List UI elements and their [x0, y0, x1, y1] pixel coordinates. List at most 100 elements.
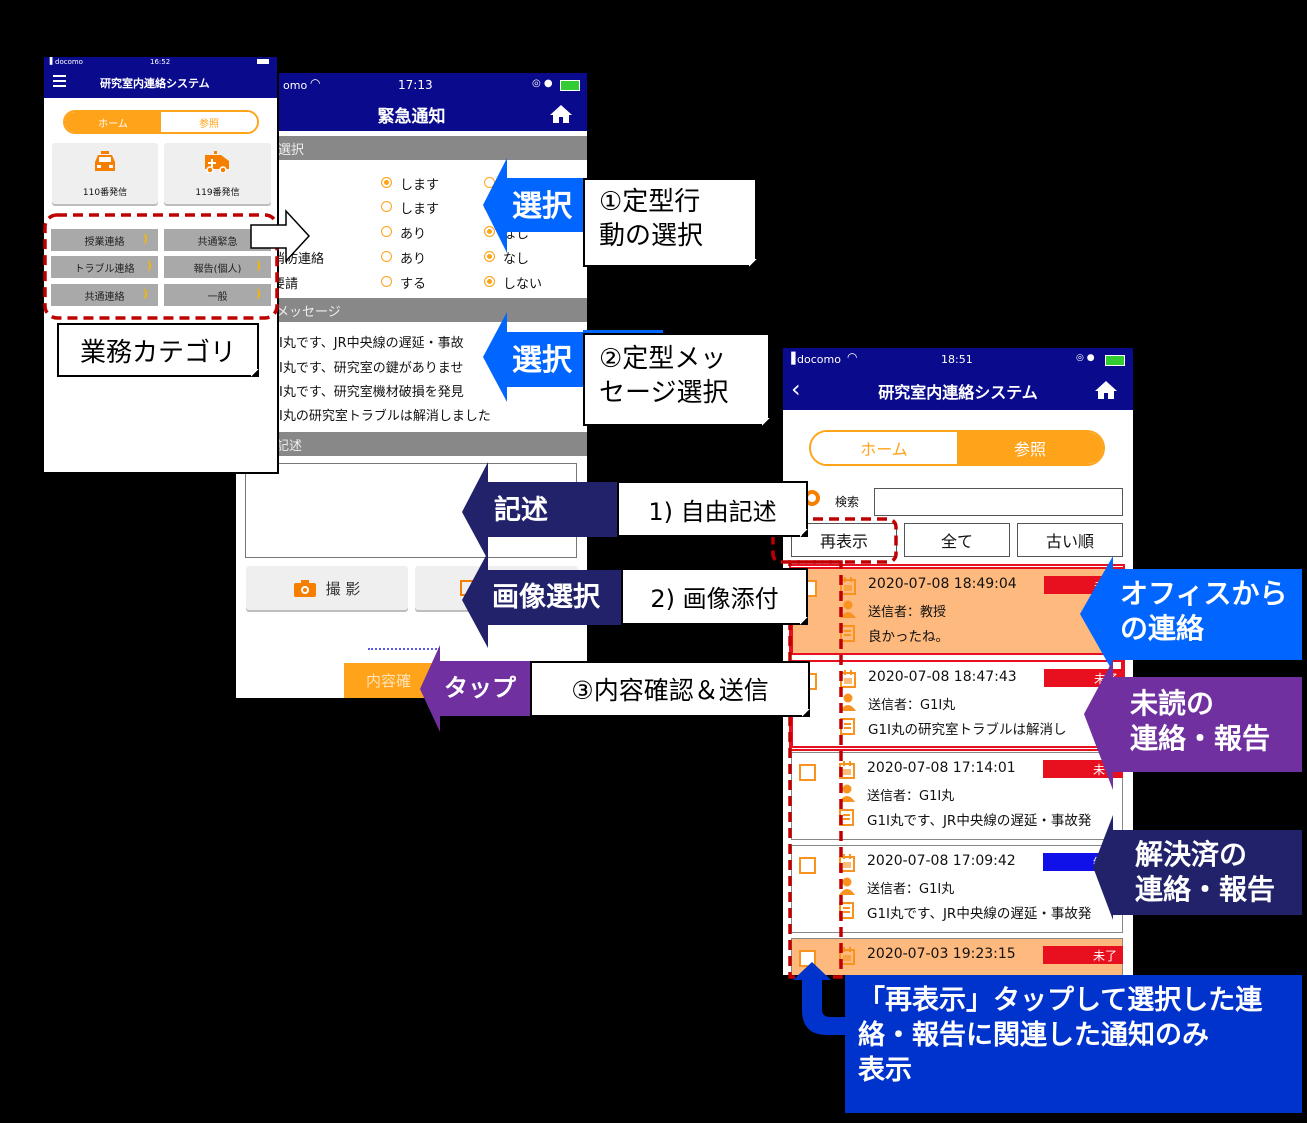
- category-highlight-frame: [43, 213, 279, 320]
- list-item[interactable]: 2020-07-08 18:49:04 未了 送信者：教授 良かったね。: [791, 567, 1124, 655]
- police-car-icon: [95, 151, 115, 171]
- app-header: ‹ 研究室内連絡システム: [783, 371, 1133, 410]
- clock-time: 16:52: [150, 58, 171, 66]
- select-arrow-2: [483, 312, 583, 402]
- item-datetime: 2020-07-08 17:14:01: [867, 760, 1016, 776]
- page-title: 緊急通知: [377, 106, 446, 127]
- checkbox-column-highlight: [788, 560, 843, 979]
- app-header: 緊急通知: [236, 97, 587, 131]
- camera-button[interactable]: 撮 影: [246, 566, 408, 610]
- step1-callout: ①定型行 動の選択: [583, 178, 757, 267]
- redisplay-note-text: 「再表示」タップして選択した連 絡・報告に関連した通知のみ 表示: [858, 985, 1263, 1087]
- image-select-arrow-label: 画像選択: [492, 582, 600, 613]
- section-select-header: 選択: [236, 136, 587, 160]
- category-button[interactable]: 共通緊急: [164, 229, 271, 251]
- tab-reference[interactable]: 参照: [161, 112, 257, 132]
- show-all-button[interactable]: 全て: [904, 523, 1010, 557]
- curved-up-arrow-icon: [802, 979, 846, 1035]
- app-title: 研究室内連絡システム: [100, 77, 210, 90]
- resolved-label: 解決済の 連絡・報告: [1135, 838, 1276, 906]
- category-button[interactable]: 報告(個人)): [164, 256, 271, 278]
- unread-label: 未読の 連絡・報告: [1130, 687, 1271, 755]
- battery-icon: [560, 80, 580, 91]
- status-bar: ▐ docomo 16:52: [44, 57, 277, 67]
- radio-a[interactable]: [381, 251, 392, 262]
- hamburger-icon[interactable]: [53, 75, 66, 77]
- memo-icon: [839, 902, 854, 919]
- resolved-arrow: [1093, 815, 1302, 920]
- select-arrow-label: 選択: [512, 343, 572, 378]
- item-datetime: 2020-07-08 18:49:04: [868, 576, 1017, 592]
- tab-home[interactable]: ホーム: [65, 112, 161, 132]
- chevron-right-icon: ): [142, 287, 148, 300]
- message-option[interactable]: I丸です、研究室機材破損を発見: [279, 385, 464, 400]
- back-chevron-icon[interactable]: ‹: [791, 375, 801, 403]
- wifi-icon: ◠: [310, 76, 321, 90]
- chevron-right-icon: ): [142, 232, 148, 245]
- wifi-icon: ◠: [847, 350, 858, 364]
- blurred-link[interactable]: [368, 648, 440, 653]
- redisplay-highlight-frame: [771, 517, 898, 564]
- radio-a[interactable]: [381, 226, 392, 237]
- call-110-button[interactable]: 110番発信: [52, 143, 158, 204]
- free-text-callout: 1) 自由記述: [617, 481, 808, 537]
- radio-b[interactable]: [484, 226, 495, 237]
- category-button[interactable]: 共通連絡): [51, 284, 158, 306]
- message-option[interactable]: I丸の研究室トラブルは解消しました: [279, 409, 491, 424]
- search-input[interactable]: [874, 488, 1123, 516]
- message-option[interactable]: I丸です、JR中央線の遅延・事故: [279, 336, 464, 351]
- alarm-icon: ◎ ●: [532, 78, 553, 89]
- signal-icon: ▐: [787, 352, 796, 365]
- item-datetime: 2020-07-08 17:09:42: [867, 853, 1016, 869]
- radio-a[interactable]: [381, 201, 392, 212]
- list-item[interactable]: 2020-07-08 17:14:01 未了 送信者：G1I丸 G1I丸です、J…: [791, 752, 1123, 840]
- tab-home[interactable]: ホーム: [811, 432, 957, 464]
- home-icon[interactable]: [549, 104, 573, 124]
- confirm-send-callout: ③内容確認＆送信: [530, 661, 810, 717]
- list-item[interactable]: 2020-07-03 19:23:15 未了: [791, 938, 1123, 975]
- list-item[interactable]: 2020-07-08 17:09:42 結了 送信者：G1I丸 G1I丸です、J…: [791, 845, 1123, 933]
- select-checkbox[interactable]: [799, 857, 816, 874]
- option-row: 消防連絡 あり なし: [272, 251, 530, 267]
- person-icon: [839, 877, 855, 895]
- section-message-header: メッセージ: [236, 298, 587, 322]
- chevron-right-icon: ): [255, 287, 261, 300]
- message-option[interactable]: I丸です、研究室の鍵がありませ: [279, 361, 464, 376]
- redisplay-note-box: [845, 975, 1302, 1113]
- calendar-icon: [840, 577, 856, 595]
- app-header: 研究室内連絡システム: [44, 67, 277, 98]
- sort-oldest-button[interactable]: 古い順: [1017, 523, 1123, 557]
- chevron-right-icon: ): [146, 259, 152, 272]
- category-button[interactable]: 一般): [164, 284, 271, 306]
- person-icon: [840, 693, 856, 711]
- radio-a[interactable]: [381, 276, 392, 287]
- item-message: G1I丸の研究室トラブルは解消し: [868, 722, 1067, 738]
- category-button[interactable]: 授業連絡): [51, 229, 158, 251]
- memo-icon: [840, 625, 855, 642]
- item-sender: 送信者：G1I丸: [867, 882, 955, 897]
- image-attach-callout: 2) 画像添付: [621, 568, 808, 625]
- camera-icon: [293, 579, 316, 597]
- select-checkbox[interactable]: [799, 764, 816, 781]
- office-arrow: [1080, 556, 1302, 672]
- status-bar: omo ◠ 17:13 ◎ ●: [236, 73, 587, 97]
- home-screen: ▐ docomo 16:52 研究室内連絡システム ホーム 参照 110番発信 …: [44, 57, 279, 474]
- item-sender: 送信者：教授: [868, 605, 947, 620]
- carrier-label: omo: [283, 79, 308, 92]
- home-reference-segment: ホーム 参照: [63, 110, 259, 134]
- radio-b[interactable]: [484, 276, 495, 287]
- describe-arrow-label: 記述: [494, 495, 548, 526]
- radio-a[interactable]: [381, 177, 392, 188]
- alarm-icon: ◎ ●: [1076, 353, 1095, 363]
- item-sender: 送信者：G1I丸: [867, 789, 955, 804]
- item-message: G1I丸です、JR中央線の遅延・事故発: [867, 813, 1092, 829]
- clock-time: 17:13: [398, 78, 433, 92]
- tab-reference[interactable]: 参照: [957, 432, 1103, 464]
- radio-b[interactable]: [484, 251, 495, 262]
- office-label: オフィスから の連絡: [1120, 577, 1288, 645]
- call-119-button[interactable]: 119番発信: [164, 143, 271, 204]
- category-button[interactable]: トラブル連絡): [51, 256, 158, 278]
- item-message: 良かったね。: [868, 629, 949, 645]
- home-icon[interactable]: [1094, 380, 1118, 400]
